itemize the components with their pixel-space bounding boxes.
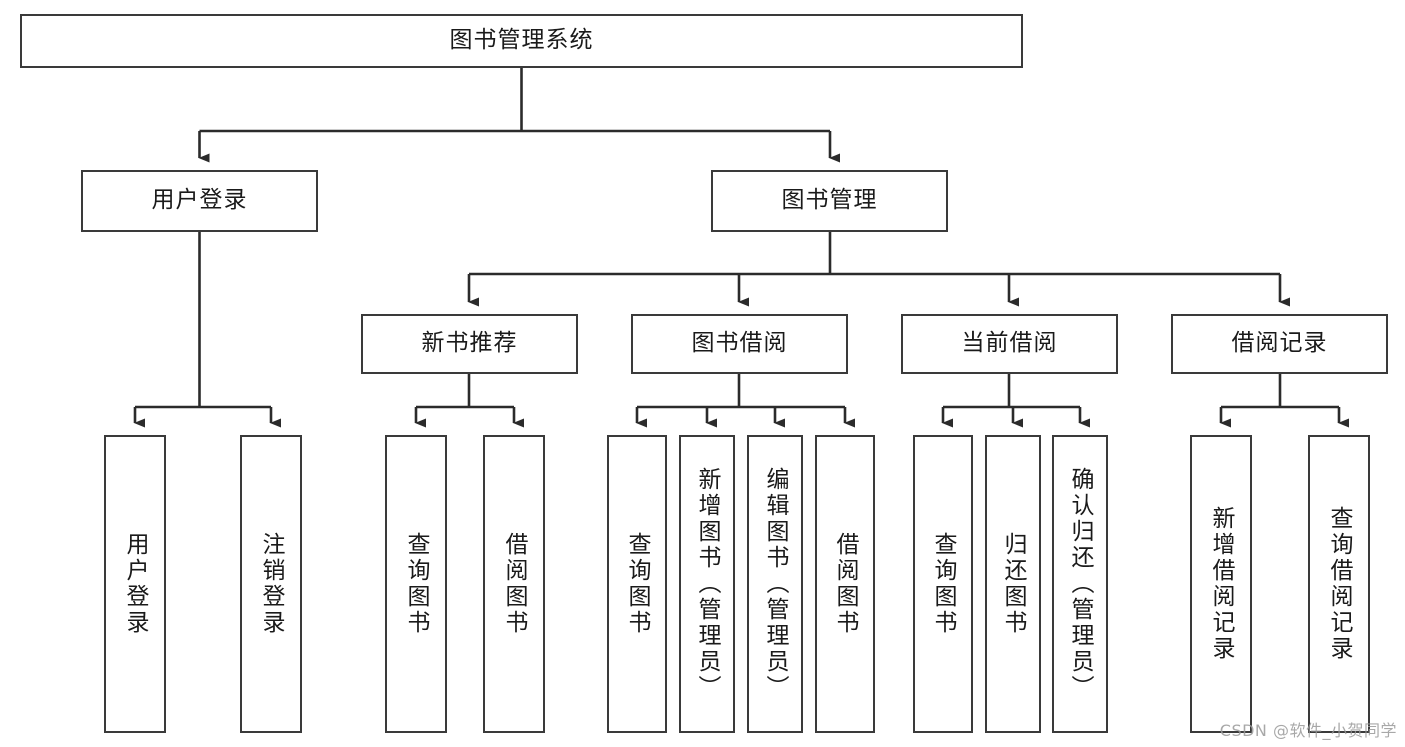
node-root[interactable]: 图书管理系统 <box>20 14 1023 68</box>
node-level2-user-login[interactable]: 用户登录 <box>81 170 318 232</box>
leaf-query-borrow-record[interactable]: 查询借阅记录 <box>1308 435 1370 733</box>
node-label: 注销登录 <box>258 532 285 636</box>
node-label: 借阅图书 <box>501 532 528 636</box>
node-label: 编辑图书（管理员） <box>762 467 789 701</box>
node-level3-borrow-record[interactable]: 借阅记录 <box>1171 314 1388 374</box>
node-level2-book-management[interactable]: 图书管理 <box>711 170 948 232</box>
node-label: 归还图书 <box>1000 532 1027 636</box>
node-label: 确认归还（管理员） <box>1067 467 1094 701</box>
leaf-query-book-recommend[interactable]: 查询图书 <box>385 435 447 733</box>
node-level3-book-borrow[interactable]: 图书借阅 <box>631 314 848 374</box>
node-label: 借阅图书 <box>832 532 859 636</box>
node-label: 新增借阅记录 <box>1208 506 1235 662</box>
node-level3-new-book-recommend[interactable]: 新书推荐 <box>361 314 578 374</box>
node-label: 查询图书 <box>403 532 430 636</box>
leaf-borrow-book-recommend[interactable]: 借阅图书 <box>483 435 545 733</box>
node-label: 图书管理 <box>781 187 878 214</box>
node-label: 用户登录 <box>151 187 248 214</box>
node-label: 当前借阅 <box>961 330 1058 357</box>
leaf-return-book[interactable]: 归还图书 <box>985 435 1041 733</box>
leaf-add-book-admin[interactable]: 新增图书（管理员） <box>679 435 735 733</box>
leaf-query-book-current[interactable]: 查询图书 <box>913 435 973 733</box>
node-label: 新书推荐 <box>421 330 518 357</box>
node-label: 借阅记录 <box>1231 330 1328 357</box>
node-label: 查询图书 <box>930 532 957 636</box>
node-level3-current-borrow[interactable]: 当前借阅 <box>901 314 1118 374</box>
leaf-confirm-return-admin[interactable]: 确认归还（管理员） <box>1052 435 1108 733</box>
node-label: 图书借阅 <box>691 330 788 357</box>
node-label: 图书管理系统 <box>449 27 594 54</box>
node-label: 查询借阅记录 <box>1326 506 1353 662</box>
node-label: 新增图书（管理员） <box>694 467 721 701</box>
leaf-query-book-borrow[interactable]: 查询图书 <box>607 435 667 733</box>
leaf-add-borrow-record[interactable]: 新增借阅记录 <box>1190 435 1252 733</box>
leaf-logout[interactable]: 注销登录 <box>240 435 302 733</box>
watermark-text: CSDN @软件_小贺同学 <box>1219 721 1397 740</box>
leaf-borrow-book[interactable]: 借阅图书 <box>815 435 875 733</box>
leaf-edit-book-admin[interactable]: 编辑图书（管理员） <box>747 435 803 733</box>
node-label: 查询图书 <box>624 532 651 636</box>
leaf-user-login[interactable]: 用户登录 <box>104 435 166 733</box>
node-label: 用户登录 <box>122 532 149 636</box>
